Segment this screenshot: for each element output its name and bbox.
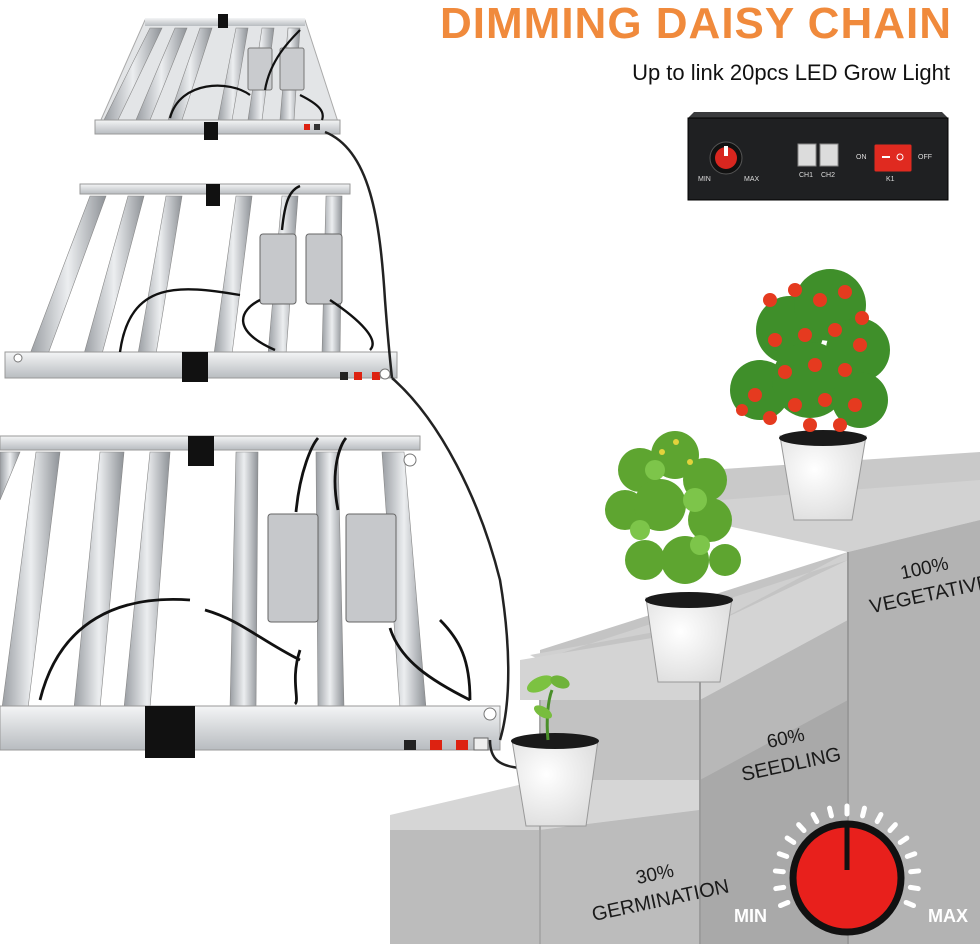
- dial-tick: [903, 899, 917, 909]
- dial-tick: [773, 884, 787, 892]
- dial-tick: [897, 835, 910, 845]
- dial-tick: [887, 822, 898, 834]
- grow-light-medium: [4, 183, 398, 382]
- page-subtitle: Up to link 20pcs LED Grow Light: [632, 60, 950, 85]
- brightness-dial: [772, 803, 922, 936]
- dial-tick: [860, 805, 867, 819]
- plant-germination: [511, 675, 599, 827]
- dimming-controller: [687, 112, 949, 201]
- grow-light-small: [94, 14, 341, 140]
- grow-light-large: [0, 435, 501, 758]
- plant-seedling: [605, 431, 741, 683]
- dial-tick: [908, 868, 922, 875]
- controller-switch-label: K1: [886, 176, 895, 183]
- plant-vegetative: [730, 269, 890, 521]
- controller-off-label: OFF: [918, 154, 932, 161]
- dial-tick: [784, 835, 797, 845]
- dial-tick: [810, 812, 820, 825]
- dial-min-label: MIN: [734, 906, 767, 926]
- dial-tick: [796, 822, 807, 834]
- daisy-chain-cable: [324, 130, 510, 741]
- dial-tick: [827, 805, 834, 819]
- dial-tick: [777, 899, 791, 909]
- controller-on-label: ON: [856, 154, 867, 161]
- controller-max-label: MAX: [744, 176, 760, 183]
- dial-tick: [776, 851, 790, 859]
- dial-tick: [874, 812, 884, 825]
- controller-min-label: MIN: [698, 176, 711, 183]
- dial-tick: [907, 884, 921, 892]
- page-title: DIMMING DAISY CHAIN: [440, 0, 952, 48]
- dial-tick: [772, 868, 786, 875]
- controller-ch2-label: CH2: [821, 172, 836, 179]
- dial-max-label: MAX: [928, 906, 968, 926]
- dial-tick: [904, 851, 918, 859]
- controller-ch1-label: CH1: [799, 172, 814, 179]
